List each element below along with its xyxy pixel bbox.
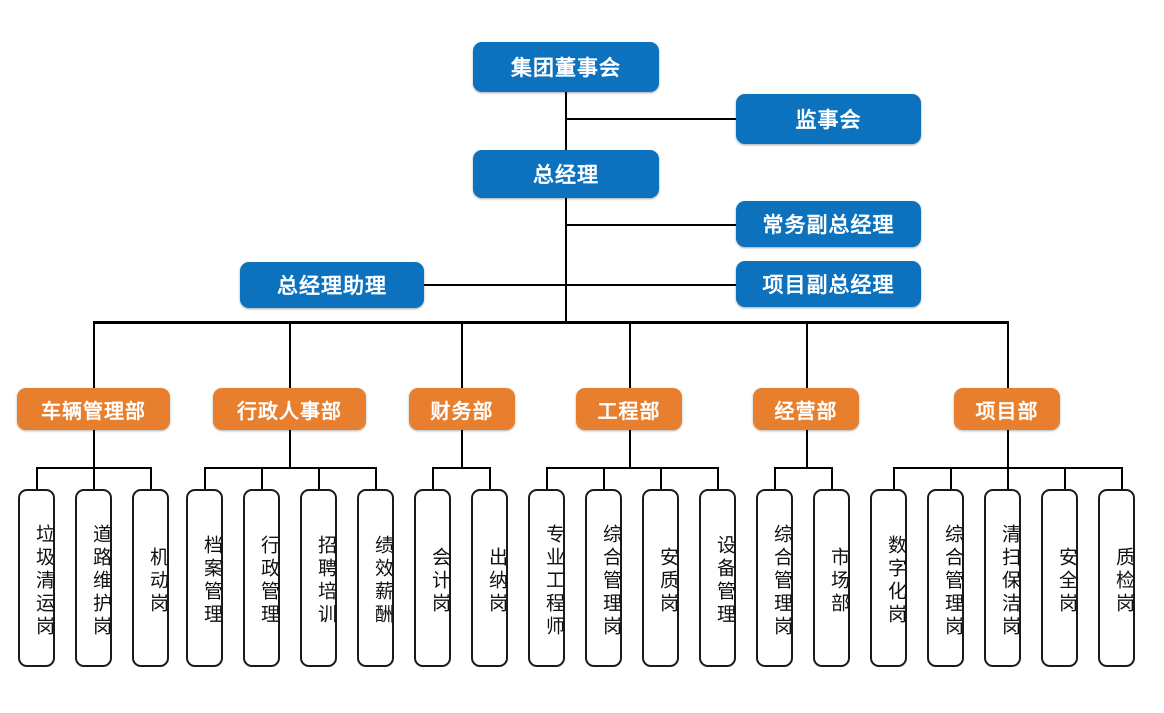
node-position-flexible-duty[interactable]: 机动岗 bbox=[132, 489, 169, 667]
node-supervisory-board[interactable]: 监事会 bbox=[736, 94, 921, 144]
connector-dept5-bar bbox=[774, 467, 831, 469]
node-position-cleaning-sanitation[interactable]: 清扫保洁岗 bbox=[984, 489, 1021, 667]
node-department-finance[interactable]: 财务部 bbox=[409, 388, 515, 430]
node-position-professional-engineer[interactable]: 专业工程师 bbox=[528, 489, 565, 667]
connector-dept2-leaf-3 bbox=[318, 467, 320, 489]
connector-bus-to-dept-3 bbox=[461, 321, 463, 388]
connector-dept5-leaf-1 bbox=[774, 467, 776, 489]
connector-dept2-bar bbox=[204, 467, 375, 469]
node-position-project-general-admin[interactable]: 综合管理岗 bbox=[927, 489, 964, 667]
node-gm-assistant[interactable]: 总经理助理 bbox=[240, 262, 424, 308]
connector-dept4-leaf-3 bbox=[660, 467, 662, 489]
connector-dept4-leaf-4 bbox=[717, 467, 719, 489]
node-project-deputy-gm[interactable]: 项目副总经理 bbox=[736, 261, 921, 307]
connector-dept3-stem bbox=[461, 430, 463, 467]
node-position-accounting[interactable]: 会计岗 bbox=[414, 489, 451, 667]
node-position-cashier[interactable]: 出纳岗 bbox=[471, 489, 508, 667]
connector-bus-to-dept-6 bbox=[1007, 321, 1009, 388]
connector-dept4-leaf-2 bbox=[603, 467, 605, 489]
connector-dept1-leaf-2 bbox=[93, 467, 95, 489]
connector-dept1-leaf-1 bbox=[36, 467, 38, 489]
node-position-administration[interactable]: 行政管理 bbox=[243, 489, 280, 667]
connector-dept3-bar bbox=[432, 467, 489, 469]
connector-dept6-stem bbox=[1007, 430, 1009, 467]
connector-dept2-stem bbox=[289, 430, 291, 467]
node-executive-deputy-gm[interactable]: 常务副总经理 bbox=[736, 201, 921, 247]
node-position-recruitment-training[interactable]: 招聘培训 bbox=[300, 489, 337, 667]
connector-gm-assistant bbox=[424, 284, 566, 286]
connector-dept5-stem bbox=[806, 430, 808, 467]
node-department-project[interactable]: 项目部 bbox=[954, 388, 1060, 430]
connector-dept6-leaf-4 bbox=[1064, 467, 1066, 489]
node-department-vehicle[interactable]: 车辆管理部 bbox=[17, 388, 170, 430]
node-position-marketing[interactable]: 市场部 bbox=[813, 489, 850, 667]
node-general-manager[interactable]: 总经理 bbox=[473, 150, 659, 198]
connector-dept3-leaf-2 bbox=[489, 467, 491, 489]
connector-bus-to-dept-4 bbox=[629, 321, 631, 388]
connector-dept1-stem bbox=[93, 430, 95, 467]
connector-department-bus bbox=[93, 321, 1008, 324]
connector-dept3-leaf-1 bbox=[432, 467, 434, 489]
connector-board-to-gm bbox=[565, 92, 567, 152]
node-position-digitalization[interactable]: 数字化岗 bbox=[870, 489, 907, 667]
connector-gm-to-project-deputy bbox=[565, 284, 737, 286]
connector-dept4-leaf-1 bbox=[546, 467, 548, 489]
node-position-equipment-management[interactable]: 设备管理 bbox=[699, 489, 736, 667]
node-position-records-management[interactable]: 档案管理 bbox=[186, 489, 223, 667]
node-position-performance-pay[interactable]: 绩效薪酬 bbox=[357, 489, 394, 667]
node-position-road-maintenance[interactable]: 道路维护岗 bbox=[75, 489, 112, 667]
node-position-engineering-general-admin[interactable]: 综合管理岗 bbox=[585, 489, 622, 667]
connector-gm-to-exec-deputy bbox=[565, 224, 737, 226]
connector-gm-trunk bbox=[565, 198, 567, 322]
connector-dept2-leaf-4 bbox=[375, 467, 377, 489]
node-board[interactable]: 集团董事会 bbox=[473, 42, 659, 92]
connector-dept4-bar bbox=[546, 467, 717, 469]
connector-dept6-leaf-3 bbox=[1007, 467, 1009, 489]
connector-dept5-leaf-2 bbox=[831, 467, 833, 489]
node-department-operations[interactable]: 经营部 bbox=[753, 388, 859, 430]
node-position-safety-quality[interactable]: 安质岗 bbox=[642, 489, 679, 667]
node-department-admin-hr[interactable]: 行政人事部 bbox=[213, 388, 366, 430]
connector-board-to-supervisory bbox=[565, 118, 737, 120]
connector-dept1-leaf-3 bbox=[150, 467, 152, 489]
node-position-quality-inspection[interactable]: 质检岗 bbox=[1098, 489, 1135, 667]
connector-dept6-leaf-5 bbox=[1121, 467, 1123, 489]
connector-dept6-leaf-2 bbox=[950, 467, 952, 489]
connector-dept6-leaf-1 bbox=[893, 467, 895, 489]
node-position-safety[interactable]: 安全岗 bbox=[1041, 489, 1078, 667]
node-position-operations-general-admin[interactable]: 综合管理岗 bbox=[756, 489, 793, 667]
connector-dept4-stem bbox=[629, 430, 631, 467]
connector-dept2-leaf-1 bbox=[204, 467, 206, 489]
connector-bus-to-dept-5 bbox=[806, 321, 808, 388]
node-department-engineering[interactable]: 工程部 bbox=[576, 388, 682, 430]
connector-dept2-leaf-2 bbox=[261, 467, 263, 489]
connector-bus-to-dept-2 bbox=[289, 321, 291, 388]
connector-bus-to-dept-1 bbox=[93, 321, 95, 388]
node-position-waste-removal[interactable]: 垃圾清运岗 bbox=[18, 489, 55, 667]
